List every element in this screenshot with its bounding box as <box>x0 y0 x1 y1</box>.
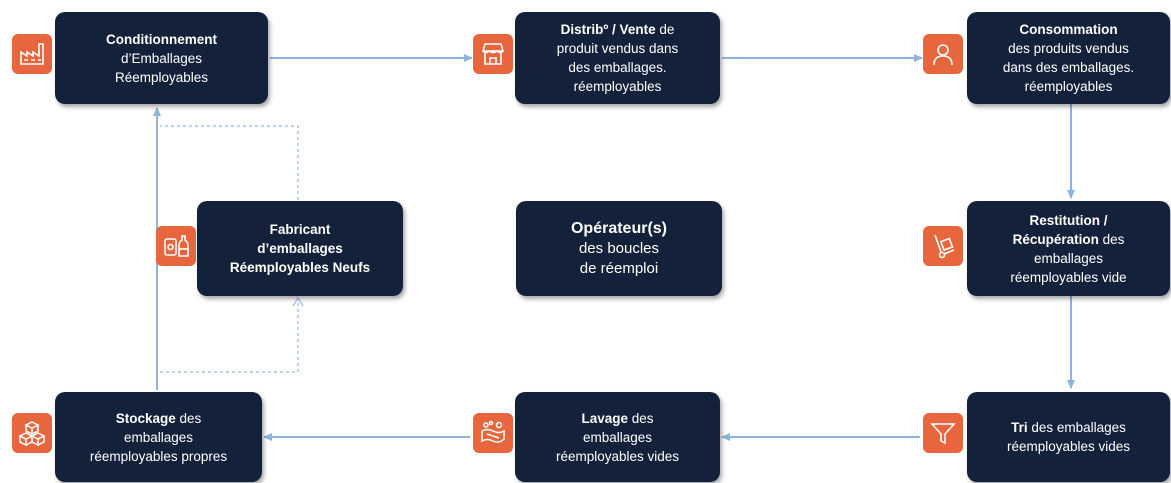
distribution-title-suffix: de <box>655 22 675 37</box>
distribution-line-3: réemployables <box>573 79 662 94</box>
restitution-title-suffix: des <box>1098 231 1125 247</box>
shop-icon <box>473 34 513 74</box>
restitution-title-2: Récupération <box>1012 231 1099 247</box>
consommation-title: Consommation <box>1019 22 1118 37</box>
distribution-line-1: produit vendus dans <box>556 41 679 56</box>
washing-icon <box>473 413 513 453</box>
lavage-line-1: emballages <box>582 429 653 445</box>
operateur-line-1: des boucles <box>578 239 660 257</box>
operateur-title: Opérateur(s) <box>570 219 668 237</box>
node-stockage: Stockage des emballages réemployables pr… <box>55 392 262 482</box>
node-fabricant: Fabricant d’emballages Réemployables Neu… <box>197 201 403 296</box>
lavage-line-2: réemployables vides <box>555 448 680 464</box>
operateur-line-2: de réemploi <box>579 259 659 277</box>
conditionnement-line-2: Réemployables <box>114 69 209 85</box>
consommation-line-1: des produits vendus <box>1008 41 1129 56</box>
dashed-fabricant-to-cond <box>160 125 299 200</box>
person-icon <box>923 34 963 74</box>
consommation-line-3: réemployables <box>1024 79 1113 94</box>
node-restitution: Restitution / Récupération des emballage… <box>967 201 1170 296</box>
dashed-stockage-to-fabricant <box>160 300 299 373</box>
conditionnement-title: Conditionnement <box>106 31 217 47</box>
stockage-title-suffix: des <box>175 410 202 426</box>
restitution-line-2: réemployables vide <box>1010 269 1127 285</box>
distribution-title: Distribº / Vente <box>560 22 656 37</box>
funnel-icon <box>923 413 963 453</box>
fabricant-line-1: Fabricant <box>269 222 331 237</box>
node-tri: Tri des emballages réemployables vides <box>967 392 1170 482</box>
factory-icon <box>12 34 52 74</box>
tri-title: Tri <box>1011 420 1028 435</box>
packaging-bottle-icon <box>156 226 196 266</box>
fabricant-line-2: d’emballages <box>257 241 343 256</box>
stockage-line-1: emballages <box>123 429 194 445</box>
hand-truck-icon <box>923 226 963 266</box>
stockage-title: Stockage <box>115 410 176 426</box>
tri-line-1: réemployables vides <box>1006 439 1131 454</box>
node-conditionnement: Conditionnement d’Emballages Réemployabl… <box>55 12 268 104</box>
distribution-line-2: des emballages. <box>568 60 667 75</box>
stockage-line-2: réemployables propres <box>89 448 228 464</box>
node-consommation: Consommation des produits vendus dans de… <box>967 12 1170 104</box>
boxes-icon <box>12 413 52 453</box>
restitution-title-1: Restitution / <box>1029 212 1108 228</box>
fabricant-line-3: Réemployables Neufs <box>229 260 371 275</box>
node-distribution: Distribº / Vente de produit vendus dans … <box>515 12 720 104</box>
tri-title-suffix: des emballages <box>1027 420 1126 435</box>
node-operateur: Opérateur(s) des boucles de réemploi <box>516 201 722 296</box>
lavage-title-suffix: des <box>628 410 654 426</box>
node-lavage: Lavage des emballages réemployables vide… <box>515 392 720 482</box>
consommation-line-2: dans des emballages. <box>1002 60 1135 75</box>
conditionnement-line-1: d’Emballages <box>120 50 203 66</box>
restitution-line-1: emballages <box>1033 250 1104 266</box>
lavage-title: Lavage <box>581 410 628 426</box>
